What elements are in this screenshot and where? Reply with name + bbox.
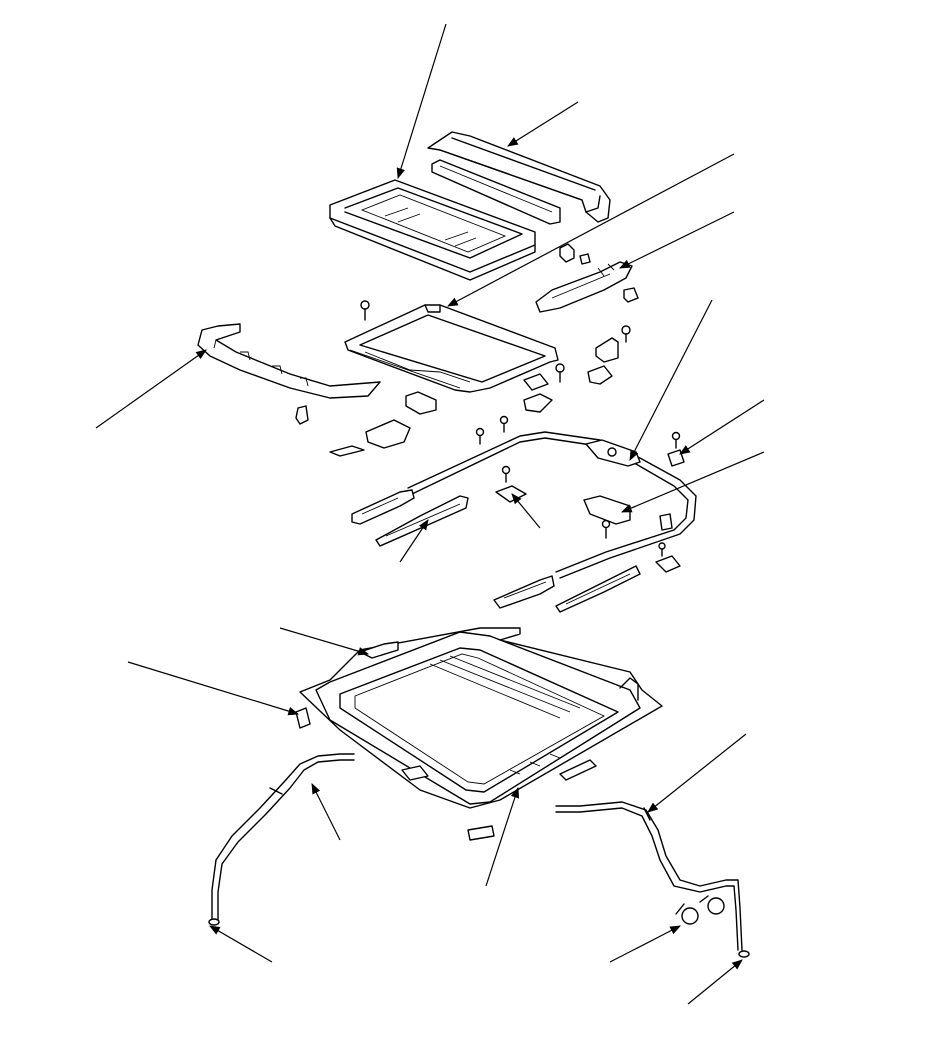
deflector-arm (535, 261, 633, 313)
glass-panel (329, 179, 536, 281)
leader-deflector-arm (619, 211, 735, 269)
leader-glass-panel (396, 23, 447, 180)
leader-front-garnish (95, 349, 207, 429)
screw-fastener (360, 300, 681, 557)
leader-cable-bracket (629, 299, 713, 461)
leader-lines (95, 23, 765, 1005)
leader-front-drain-hose (311, 783, 341, 841)
sunshade-frame (344, 304, 559, 393)
rail-bracket (495, 449, 685, 573)
drain-hose-rear-right (555, 801, 750, 958)
bracket-small (295, 337, 619, 457)
clip-small (559, 243, 639, 303)
leader-frame-seal (279, 627, 370, 656)
guide-rail-right (493, 565, 641, 613)
leader-motor-bracket (621, 451, 765, 513)
drive-cable-assembly (407, 431, 697, 579)
leader-frame-clip (127, 661, 300, 716)
leader-hose-end-left (209, 925, 273, 963)
front-garnish (197, 323, 381, 399)
leader-hose-clamp (609, 925, 681, 963)
guide-rail-left (351, 489, 469, 547)
wind-deflector (427, 131, 611, 225)
frame-clip (295, 641, 597, 841)
leader-sunshade-frame (447, 153, 735, 307)
sunroof-housing-frame (299, 627, 663, 809)
leader-guide-rail (399, 519, 429, 563)
hose-clamp (675, 895, 725, 925)
leader-wind-deflector (507, 101, 579, 147)
leader-hose-end-right (687, 959, 743, 1005)
leader-center-bracket (511, 493, 541, 529)
leader-housing-frame (485, 786, 520, 887)
leader-rear-drain-hose (647, 733, 747, 813)
leader-screw-right (679, 399, 765, 455)
drain-hose-front-left (208, 753, 355, 926)
